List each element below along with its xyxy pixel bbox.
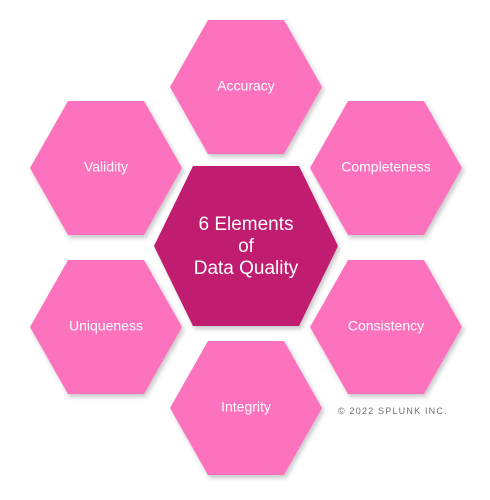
hex-integrity-shape [170,341,322,475]
hex-validity: Validity [30,101,182,235]
hex-completeness-shape [310,101,462,235]
hex-completeness-label: Completeness [341,159,431,175]
hex-completeness: Completeness [310,101,462,235]
center-title-line-2: of [238,236,255,257]
hex-consistency-label: Consistency [348,318,424,334]
copyright-notice: © 2022 SPLUNK INC. [338,406,448,416]
hex-integrity: Integrity [170,341,322,475]
hex-consistency-shape [310,260,462,394]
hex-uniqueness-shape [30,260,182,394]
hex-uniqueness: Uniqueness [30,260,182,394]
hex-validity-label: Validity [84,159,128,175]
hex-center-shape [154,166,338,326]
hex-accuracy-label: Accuracy [217,78,275,94]
hex-validity-shape [30,101,182,235]
hex-accuracy-shape [170,20,322,154]
center-title-line-3: Data Quality [194,258,299,279]
hex-accuracy: Accuracy [170,20,322,154]
hex-consistency: Consistency [310,260,462,394]
center-title-line-1: 6 Elements [198,214,293,235]
hex-integrity-label: Integrity [221,399,271,415]
hex-uniqueness-label: Uniqueness [69,318,143,334]
hex-center: 6 Elements of Data Quality [154,166,338,326]
